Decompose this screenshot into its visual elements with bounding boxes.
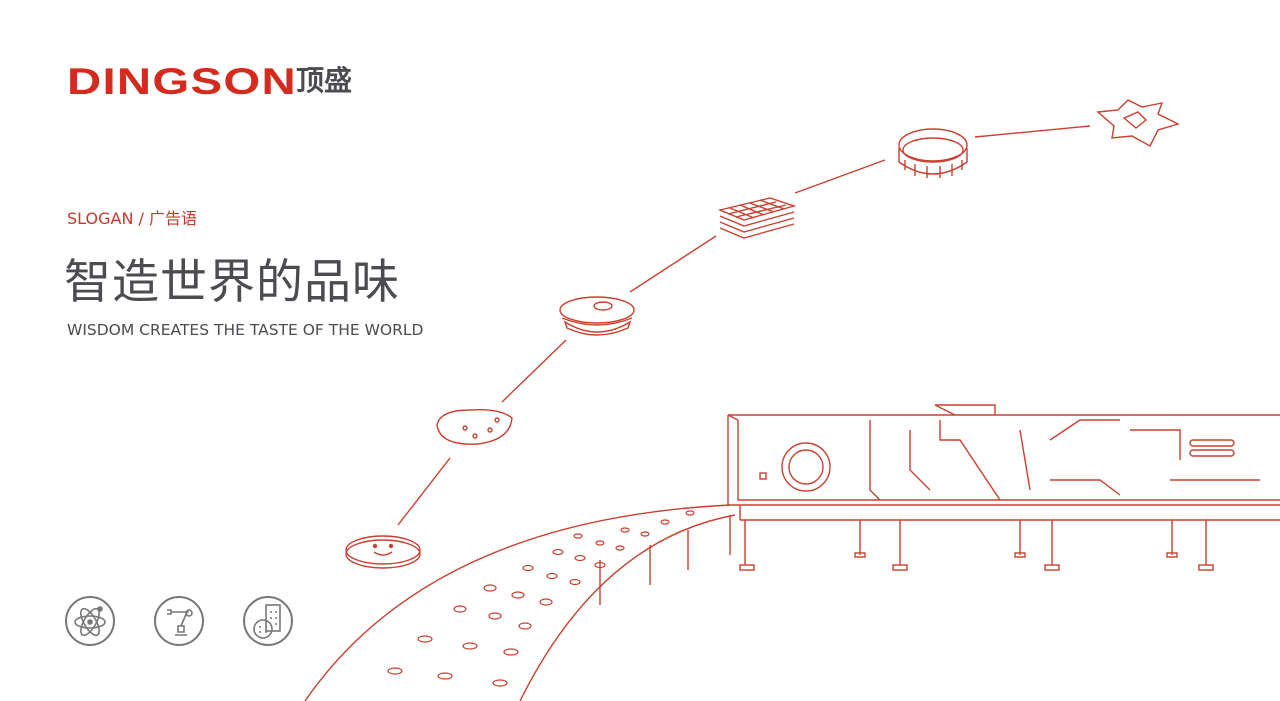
slogan-title-cn: 智造世界的品味 [64,255,400,310]
round-biscuit-icon [898,128,968,178]
robot-arm-icon [154,596,204,646]
atom-icon [65,596,115,646]
smiley-biscuit-icon [345,535,421,569]
brand-logo-cn: 顶盛 [296,64,353,97]
conveyor-belt [304,504,736,701]
baking-machine [727,404,1280,571]
star-cookie-icon [1096,99,1180,147]
sandwich-cookie-icon [559,296,635,336]
slogan-title-en: WISDOM CREATES THE TASTE OF THE WORLD [67,321,424,339]
biscuit-icon [243,596,293,646]
cookie-icon [436,408,513,445]
trajectory-arc [397,125,1091,526]
brand-logo-en: DINGSON [67,61,297,102]
slogan-label: SLOGAN / 广告语 [67,209,197,228]
wafer-icon [717,197,797,239]
